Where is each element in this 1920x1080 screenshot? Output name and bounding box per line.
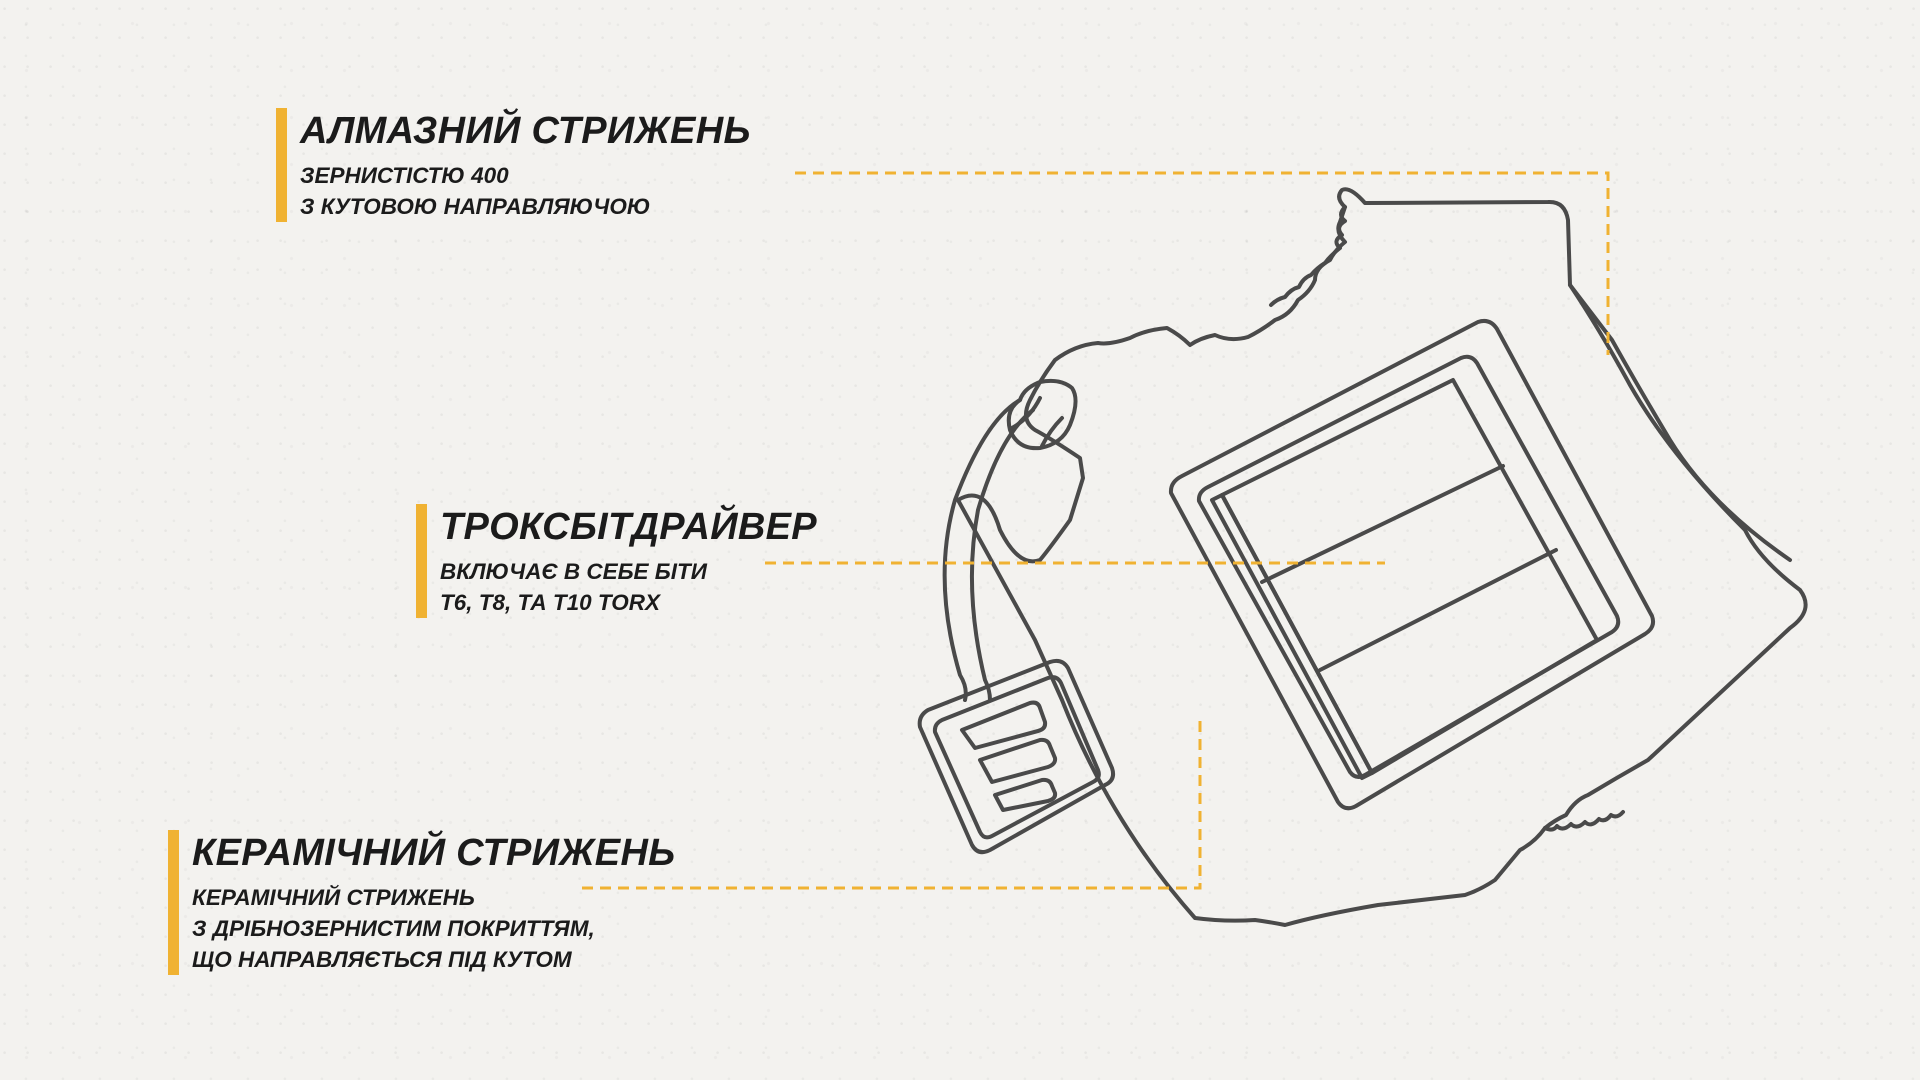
lanyard-loop-knot (1006, 378, 1078, 451)
stone-divider-1 (1260, 464, 1505, 584)
callout-accent-bar (276, 108, 287, 222)
callout-description-line: З КУТОВОЮ НАПРАВЛЯЮЧОЮ (300, 194, 651, 219)
tag-logo-stripe-1 (960, 700, 1048, 750)
leader-line-diamond-rod (795, 171, 1610, 355)
callout-description: КЕРАМІЧНИЙ СТРИЖЕНЬ З ДРІБНОЗЕРНИСТИМ ПО… (192, 882, 675, 975)
holder-frame-outer (1168, 318, 1656, 811)
tag-inner (932, 675, 1101, 840)
callout-description-line: Т6, Т8, ТА Т10 TORX (440, 590, 661, 615)
callout-ceramic-rod: КЕРАМІЧНИЙ СТРИЖЕНЬ КЕРАМІЧНИЙ СТРИЖЕНЬ … (168, 830, 675, 975)
callout-title: ТРОКСБІТДРАЙВЕР (440, 506, 817, 548)
holder-tray-lip (1210, 493, 1374, 780)
tag-logo-stripe-2 (978, 737, 1058, 784)
pouch-side-edge (1568, 283, 1792, 562)
holder-tray (1220, 378, 1599, 775)
callout-description-line: З ДРІБНОЗЕРНИСТИМ ПОКРИТТЯМ, (192, 916, 595, 941)
callout-description-line: ЩО НАПРАВЛЯЄТЬСЯ ПІД КУТОМ (192, 947, 572, 972)
callout-description: ЗЕРНИСТІСТЮ 400 З КУТОВОЮ НАПРАВЛЯЮЧОЮ (300, 160, 751, 222)
pouch-torn-edge-bottom (1543, 810, 1625, 832)
lanyard-cord-inner (969, 408, 1035, 702)
pouch-torn-edge-top (1269, 205, 1347, 307)
callout-title: АЛМАЗНИЙ СТРИЖЕНЬ (300, 110, 751, 152)
stone-divider-2 (1318, 548, 1558, 672)
callout-accent-bar (416, 504, 427, 618)
leader-line-ceramic-rod (582, 720, 1202, 890)
callout-bit-driver: ТРОКСБІТДРАЙВЕР ВКЛЮЧАЄ В СЕБЕ БІТИ Т6, … (416, 504, 817, 618)
callout-description-line: КЕРАМІЧНИЙ СТРИЖЕНЬ (192, 885, 475, 910)
callout-diamond-rod: АЛМАЗНИЙ СТРИЖЕНЬ ЗЕРНИСТІСТЮ 400 З КУТО… (276, 108, 751, 222)
callout-description-line: ЗЕРНИСТІСТЮ 400 (300, 163, 509, 188)
callout-description-line: ВКЛЮЧАЄ В СЕБЕ БІТИ (440, 559, 707, 584)
callout-accent-bar (168, 830, 179, 975)
lanyard-knot-detail (1010, 396, 1064, 448)
callout-description: ВКЛЮЧАЄ В СЕБЕ БІТИ Т6, Т8, ТА Т10 TORX (440, 556, 817, 618)
tag-outer (917, 658, 1116, 855)
callout-title: КЕРАМІЧНИЙ СТРИЖЕНЬ (192, 832, 676, 874)
pouch-outline (956, 187, 1808, 927)
tag-logo-stripe-3 (993, 777, 1058, 812)
lanyard-cord-outer (942, 398, 1022, 702)
